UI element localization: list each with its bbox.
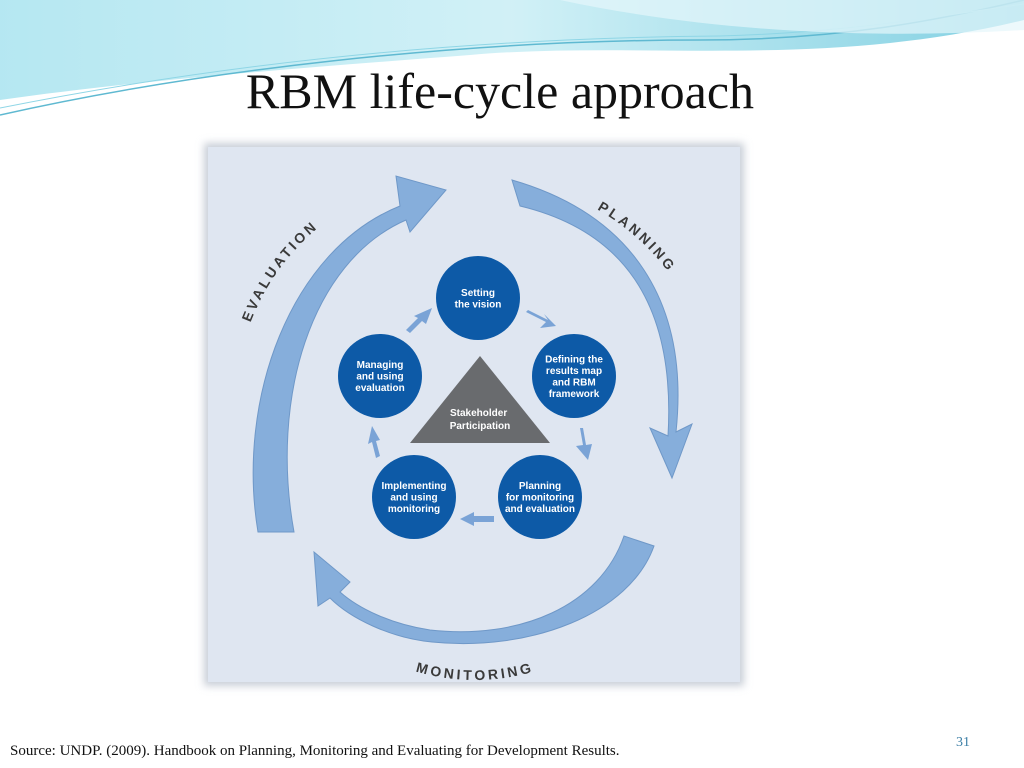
planning-arrow [511,179,693,480]
page-number: 31 [956,735,970,750]
connector-arrow-4 [368,426,380,458]
slide-title: RBM life-cycle approach [245,63,755,119]
header-swoosh-decoration [0,0,1024,116]
step-connectors [368,308,592,526]
stakeholder-label: Stakeholder Participation [450,408,511,432]
connector-arrow-3 [460,512,494,526]
connector-arrow-5 [406,308,432,333]
evaluation-arrow [252,175,447,533]
connector-arrow-1 [526,310,556,328]
step-circle [498,455,582,539]
step-circle [372,455,456,539]
step-circle [532,334,616,418]
stakeholder-triangle [410,356,550,443]
step-circle [436,256,520,340]
source-note: Source: UNDP. (2009). Handbook on Planni… [10,743,620,759]
step-circle [338,334,422,418]
connector-arrow-2 [576,428,592,460]
monitoring-arrow [313,535,655,645]
